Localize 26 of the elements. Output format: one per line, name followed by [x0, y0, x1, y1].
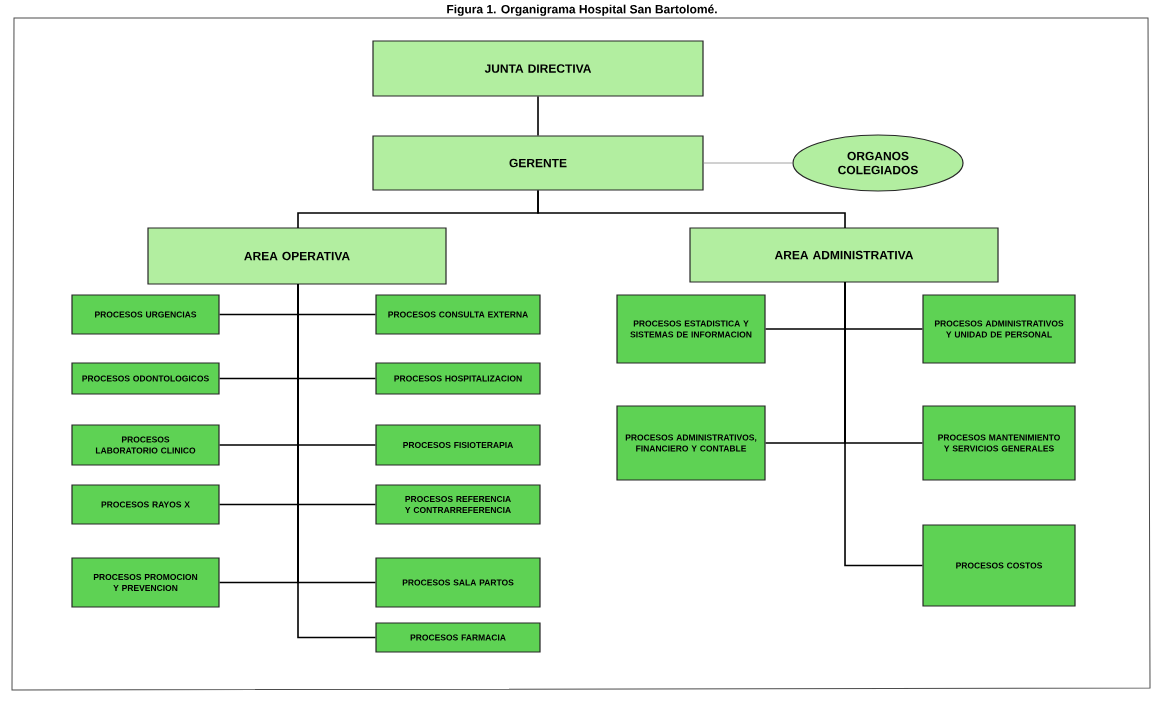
- unit-box: AREA OPERATIVA: [147, 227, 447, 285]
- process-box: PROCESOS FARMACIA: [375, 622, 541, 653]
- unit-box: GERENTE: [372, 135, 704, 191]
- process-box: PROCESOS LABORATORIO CLINICO: [71, 424, 220, 466]
- figure-title: Figura 1. Organigrama Hospital San Bartolomé.: [447, 4, 717, 16]
- process-box: PROCESOS FISIOTERAPIA: [375, 424, 541, 466]
- process-box: PROCESOS PROMOCION Y PREVENCION: [71, 557, 220, 608]
- unit-box: AREA ADMINISTRATIVA: [689, 227, 999, 283]
- unit-box: JUNTA DIRECTIVA: [372, 40, 704, 97]
- process-box: PROCESOS MANTENIMIENTO Y SERVICIOS GENERALES: [922, 405, 1076, 481]
- process-box: PROCESOS REFERENCIA Y CONTRARREFERENCIA: [375, 484, 541, 525]
- connector-line: [537, 95, 539, 137]
- process-box: PROCESOS HOSPITALIZACION: [375, 362, 541, 395]
- connector-line: [703, 162, 793, 164]
- process-box: PROCESOS ODONTOLOGICOS: [71, 362, 220, 395]
- process-box: PROCESOS ADMINISTRATIVOS Y UNIDAD DE PERSONAL: [922, 294, 1076, 364]
- process-box: PROCESOS URGENCIAS: [71, 294, 220, 335]
- process-box: PROCESOS CONSULTA EXTERNA: [375, 294, 541, 335]
- connector-line: [844, 281, 924, 567]
- connector-line: [537, 189, 846, 229]
- process-box: PROCESOS COSTOS: [922, 524, 1076, 607]
- process-box: PROCESOS SALA PARTOS: [375, 557, 541, 608]
- process-box: PROCESOS RAYOS X: [71, 484, 220, 525]
- process-box: PROCESOS ESTADISTICA Y SISTEMAS DE INFORMACION: [616, 294, 766, 364]
- process-box: PROCESOS ADMINISTRATIVOS, FINANCIERO Y CONTABLE: [616, 405, 766, 481]
- connector-line: [297, 283, 377, 639]
